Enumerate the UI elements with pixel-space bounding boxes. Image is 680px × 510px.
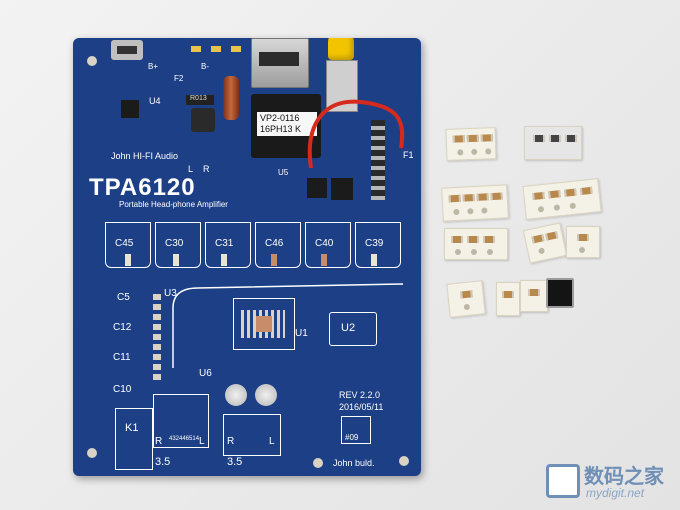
chip-r013 — [186, 95, 214, 105]
watermark-text: 数码之家 — [584, 464, 664, 488]
round-cap — [255, 384, 277, 406]
watermark: 数码之家 mydigit.net — [540, 458, 680, 510]
ic-u2-outline — [329, 312, 377, 346]
pad-pair — [173, 254, 179, 266]
board-subtitle: Portable Head-phone Amplifier — [119, 200, 228, 209]
label-k1: K1 — [125, 422, 139, 434]
smd-tape-strip — [522, 178, 602, 220]
pad-pair — [271, 254, 277, 266]
label-u3: U3 — [164, 288, 177, 299]
watermark-logo-icon — [546, 464, 580, 498]
cap-c30 — [155, 222, 201, 268]
jack-r-left: R — [155, 436, 163, 447]
left-cap-label: C12 — [113, 322, 132, 333]
revision-label: REV 2.2.0 — [339, 390, 381, 400]
smd-tape-strip — [520, 280, 548, 312]
cap-label: C40 — [315, 238, 334, 249]
label-f2: F2 — [174, 74, 184, 83]
mounting-hole — [87, 448, 97, 458]
header-pins — [371, 120, 385, 200]
cap-c31 — [205, 222, 251, 268]
cap-c46 — [255, 222, 301, 268]
cap-label: C30 — [165, 238, 184, 249]
ic-u5 — [307, 178, 327, 198]
smd-tape-strip — [445, 127, 497, 161]
label-bplus: B+ — [148, 62, 159, 71]
round-cap — [225, 384, 247, 406]
label-f1: F1 — [403, 150, 414, 160]
smd-tape-strip — [446, 280, 486, 318]
left-cap-label: C11 — [113, 352, 131, 363]
jack-label-2: 3.5 — [227, 456, 243, 468]
jack-code: 432446514 — [169, 436, 200, 442]
pad-pair — [125, 254, 131, 266]
board-outline-trace — [172, 283, 404, 368]
smd-tape-strip — [524, 126, 582, 160]
sticker-line1: VP2-0116 — [260, 113, 300, 123]
relay-k1 — [115, 408, 153, 470]
label-l: L — [188, 164, 194, 174]
jack-r-right: R — [227, 436, 235, 447]
date-label: 2016/05/11 — [339, 402, 384, 412]
ic-u1-outline — [233, 298, 295, 350]
smd-tape-strip — [444, 228, 508, 260]
red-wire — [307, 99, 405, 169]
label-u1: U1 — [295, 328, 308, 339]
label-r: R — [203, 164, 210, 174]
usb-port-opening — [117, 46, 137, 54]
cap-label: C45 — [115, 238, 134, 249]
label-u2: U2 — [341, 322, 356, 334]
pad-pair — [371, 254, 377, 266]
top-pad — [211, 46, 221, 52]
cap-label: C31 — [215, 238, 234, 249]
usb-a-slot — [259, 52, 299, 66]
jack-label-1: 3.5 — [155, 456, 171, 468]
mounting-hole — [313, 458, 323, 468]
brand-label: John HI-FI Audio — [111, 151, 179, 161]
jack-footprint-left — [153, 394, 209, 448]
label-u4: U4 — [149, 96, 161, 106]
top-pad — [231, 46, 241, 52]
ic-u4 — [121, 100, 139, 118]
chip-r013-label: R013 — [190, 95, 207, 102]
top-pad — [191, 46, 201, 52]
power-button — [328, 38, 354, 60]
cap-label: C46 — [265, 238, 284, 249]
jack-footprint-right — [223, 414, 281, 456]
ic-right — [331, 178, 353, 200]
serial-box — [341, 416, 371, 444]
pad-pair — [221, 254, 227, 266]
label-u6: U6 — [199, 368, 212, 379]
cap-c45 — [105, 222, 151, 268]
cap-c40 — [305, 222, 351, 268]
electrolytic-cap — [223, 76, 239, 120]
smd-tape-strip — [496, 282, 520, 316]
smd-tape-strip — [522, 222, 568, 264]
loose-ic — [546, 278, 574, 308]
cap-label: C39 — [365, 238, 384, 249]
left-cap-label: C10 — [113, 384, 132, 395]
jack-l-right: L — [269, 436, 275, 447]
builder-label: John buld. — [333, 458, 375, 468]
mounting-hole — [399, 456, 409, 466]
sticker-line2: 16PH13 K — [260, 124, 302, 134]
board-title: TPA6120 — [89, 174, 196, 201]
smd-tape-strip — [441, 184, 509, 222]
transformer-label — [257, 112, 317, 136]
smd-tape-strip — [566, 226, 600, 258]
ic-u1-thermal-pad — [256, 316, 272, 332]
label-bminus: B- — [201, 62, 209, 71]
jack-l-left: L — [199, 436, 205, 447]
cap-c39 — [355, 222, 401, 268]
inductor — [191, 108, 215, 132]
u3-header — [153, 294, 161, 382]
mounting-hole — [87, 56, 97, 66]
serial-label: #09 — [345, 433, 359, 442]
left-cap-label: C5 — [117, 292, 130, 303]
watermark-url: mydigit.net — [586, 486, 645, 500]
pcb-board: B+ B- F2 R013 U4 VP2-0116 16PH13 K F1 — [73, 38, 421, 476]
label-u5: U5 — [278, 168, 289, 177]
pad-pair — [321, 254, 327, 266]
